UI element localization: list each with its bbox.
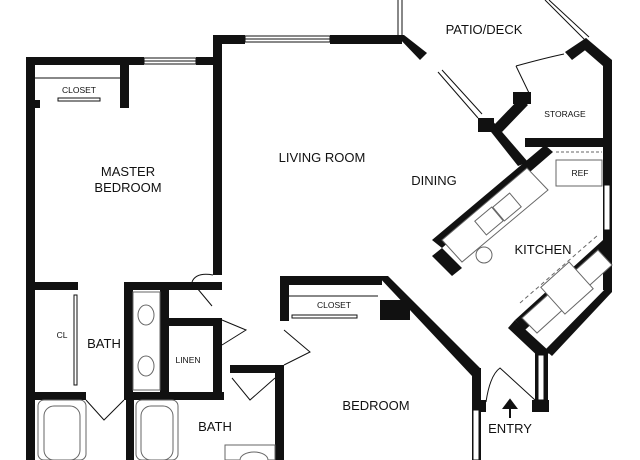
window-entry-side bbox=[537, 354, 545, 401]
wall-kitchen-upper-b bbox=[432, 248, 462, 276]
windows bbox=[143, 35, 611, 460]
door-bath2 bbox=[231, 377, 276, 401]
wall-master-top bbox=[26, 57, 144, 65]
wall-bath2-right bbox=[275, 365, 284, 460]
tub-2-inner bbox=[140, 405, 174, 460]
bath2-sink bbox=[239, 451, 269, 460]
label-closet-bedroom: CLOSET bbox=[317, 300, 351, 310]
wall-entry-left bbox=[472, 400, 486, 412]
door-patio-slider bbox=[437, 71, 479, 119]
wall-bath-bottom-b bbox=[124, 392, 224, 400]
wall-master-left bbox=[26, 57, 35, 460]
wall-bath-top-left bbox=[26, 282, 78, 290]
kitchen-sink-a bbox=[474, 206, 504, 236]
label-linen: LINEN bbox=[175, 355, 200, 365]
label-dining: DINING bbox=[411, 173, 457, 188]
label-master-1: MASTER bbox=[101, 164, 155, 179]
sink-2 bbox=[137, 355, 155, 377]
window-kitchen bbox=[603, 184, 611, 231]
wall-storage-stub bbox=[513, 92, 531, 104]
label-closet-master: CLOSET bbox=[62, 85, 96, 95]
wall-bedroom-closet-end bbox=[380, 300, 410, 320]
wall-closet-bottom bbox=[26, 100, 40, 108]
wall-entry-right-cap bbox=[532, 400, 549, 412]
label-ref: REF bbox=[572, 168, 589, 178]
doors bbox=[85, 0, 590, 421]
door-bedroom bbox=[283, 329, 311, 366]
wall-linen-left bbox=[160, 282, 169, 392]
wall-bath-bottom-a bbox=[26, 392, 86, 400]
closet-bedroom-rod bbox=[291, 314, 358, 319]
entry-arrow bbox=[502, 398, 518, 418]
range bbox=[540, 261, 594, 315]
label-bath-1: BATH bbox=[87, 336, 121, 351]
wall-linen-top bbox=[160, 318, 222, 326]
refrigerator bbox=[555, 159, 603, 187]
label-living-room: LIVING ROOM bbox=[279, 150, 366, 165]
wall-bedroom-top bbox=[280, 276, 382, 285]
counter-lower-edge bbox=[519, 234, 599, 304]
wall-closet-right bbox=[120, 65, 129, 108]
wall-storage-diagonal bbox=[494, 98, 528, 132]
door-storage bbox=[515, 53, 565, 96]
door-master bbox=[191, 273, 214, 307]
wall-bath2-top bbox=[230, 365, 284, 373]
wall-dining-stub bbox=[478, 118, 494, 132]
label-bedroom: BEDROOM bbox=[342, 398, 409, 413]
wall-bedroom-diagonal bbox=[378, 276, 480, 376]
fixtures bbox=[37, 151, 613, 460]
wall-storage-right bbox=[603, 60, 612, 150]
label-patio: PATIO/DECK bbox=[446, 22, 523, 37]
wall-kitchen-exterior bbox=[545, 282, 612, 356]
tub-1-inner bbox=[43, 405, 81, 460]
label-bath-2: BATH bbox=[198, 419, 232, 434]
patio-rail-right bbox=[544, 0, 586, 41]
wall-mid-divider bbox=[126, 398, 134, 460]
wall-living-top-right bbox=[330, 35, 402, 44]
wall-bath-top-right bbox=[124, 282, 222, 290]
wall-bath-mid bbox=[124, 282, 133, 392]
wall-bedroom-left bbox=[280, 276, 289, 321]
door-bath bbox=[85, 399, 125, 421]
label-cl: CL bbox=[57, 330, 68, 340]
wall-kitchen-corner bbox=[508, 320, 550, 360]
window-bedroom-right bbox=[472, 409, 480, 460]
wall-patio-diagonal bbox=[396, 35, 427, 60]
wall-storage-right-top bbox=[580, 38, 612, 66]
label-master-2: BEDROOM bbox=[94, 180, 161, 195]
sink-1 bbox=[137, 304, 155, 326]
kitchen-sink-b bbox=[492, 192, 522, 222]
wall-master-top-right bbox=[196, 57, 222, 65]
dishwasher-swing bbox=[475, 246, 493, 264]
cl-rod bbox=[73, 294, 78, 386]
label-storage: STORAGE bbox=[544, 109, 586, 119]
door-entry bbox=[485, 367, 536, 403]
wall-storage-bottom bbox=[525, 138, 610, 147]
label-kitchen: KITCHEN bbox=[514, 242, 571, 257]
closet-master-rod bbox=[57, 97, 101, 102]
closet-rods bbox=[35, 77, 378, 386]
door-linen bbox=[221, 319, 248, 346]
room-labels: PATIO/DECK STORAGE CLOSET MASTER BEDROOM… bbox=[57, 22, 589, 436]
label-entry: ENTRY bbox=[488, 421, 532, 436]
wall-master-right bbox=[213, 35, 222, 275]
wall-living-top-left bbox=[213, 35, 245, 44]
wall-linen-right bbox=[213, 318, 222, 398]
